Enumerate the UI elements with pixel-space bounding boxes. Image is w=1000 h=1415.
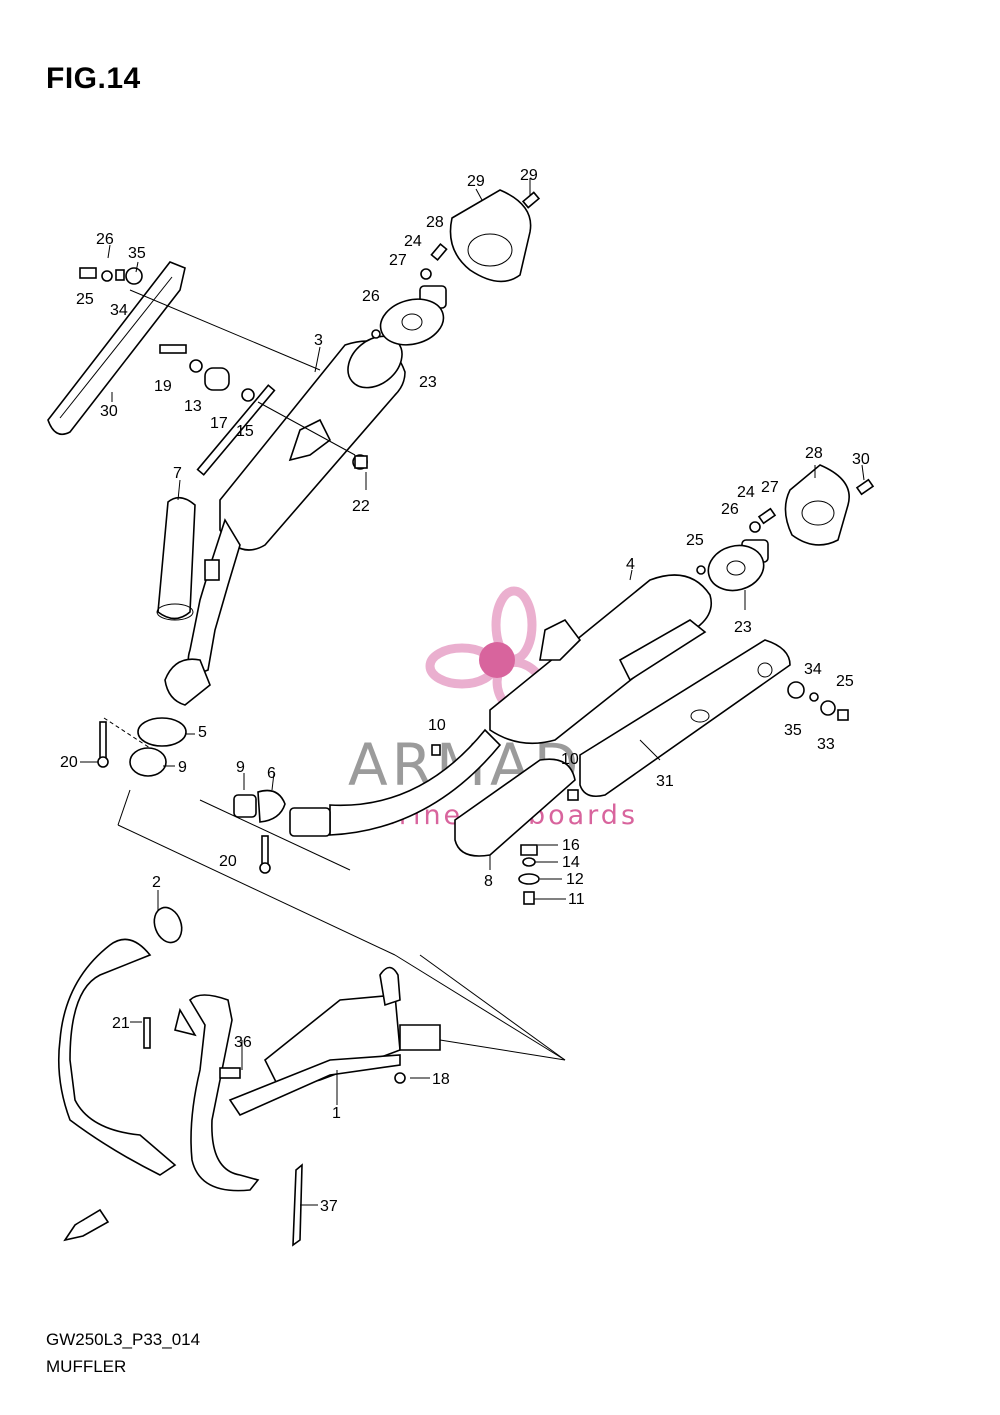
callout-4: 4 <box>626 556 635 573</box>
callout-36: 36 <box>234 1034 252 1051</box>
figure-caption: MUFFLER <box>46 1357 127 1376</box>
callout-29-upper: 29 <box>520 167 538 184</box>
callout-26-upper: 27 <box>389 252 407 269</box>
muffler-lower <box>289 574 713 837</box>
muffler-upper <box>164 335 406 706</box>
mount-hardware-upper <box>159 344 356 456</box>
callout-28-lower: 28 <box>805 445 823 462</box>
callout-10-b: 10 <box>561 751 579 768</box>
callout-12: 12 <box>566 871 584 888</box>
callout-6: 6 <box>267 765 276 782</box>
leader-lines <box>80 178 865 1206</box>
callout-16: 16 <box>562 837 580 854</box>
callout-18: 18 <box>432 1071 450 1088</box>
clamp-set-left <box>97 717 396 956</box>
callout-14: 14 <box>562 854 580 871</box>
figure-code: GW250L3_P33_014 <box>46 1330 201 1349</box>
callout-23-upper: 23 <box>419 374 437 391</box>
callout-10-a: 10 <box>428 717 446 734</box>
callout-1: 1 <box>332 1105 341 1122</box>
callout-33: 26 <box>96 231 114 248</box>
callout-21: 21 <box>112 1015 130 1032</box>
callout-34-lower: 34 <box>804 661 822 678</box>
callout-34: 34 <box>110 302 128 319</box>
callout-27-lower: 27 <box>761 479 779 496</box>
callout-31: 31 <box>656 773 674 790</box>
end-cap-upper <box>354 189 541 469</box>
callout-20-left: 20 <box>60 754 78 771</box>
callout-9-left: 9 <box>178 759 187 776</box>
callout-9-mid: 9 <box>236 759 245 776</box>
callout-30: 30 <box>100 403 118 420</box>
callout-2: 2 <box>152 874 161 891</box>
callout-28-upper: 29 <box>467 173 485 190</box>
callout-3: 3 <box>314 332 323 349</box>
callout-7: 7 <box>173 465 182 482</box>
forward-arrow-icon: FWD <box>63 1208 110 1242</box>
callout-5: 5 <box>198 724 207 741</box>
callout-25-upper: 26 <box>362 288 380 305</box>
heat-shield-right <box>579 619 791 798</box>
callout-35-lower: 35 <box>784 722 802 739</box>
callout-22: 22 <box>352 498 370 515</box>
callout-23-lower: 23 <box>734 619 752 636</box>
callout-25-lower: 25 <box>686 532 704 549</box>
callout-11: 11 <box>568 891 585 908</box>
callout-17: 17 <box>210 415 228 432</box>
callout-15: 15 <box>236 423 254 440</box>
figure-title: FIG.14 <box>46 62 141 95</box>
callout-33-lower: 33 <box>817 736 835 753</box>
callout-26-lower: 26 <box>721 501 739 518</box>
heat-shield-left <box>47 261 321 436</box>
end-cap-lower <box>696 464 875 721</box>
callout-13: 13 <box>184 398 202 415</box>
callout-27-upper: 28 <box>426 214 444 231</box>
callout-24-upper: 24 <box>404 233 422 250</box>
protector-7 <box>156 496 196 621</box>
callout-32: 25 <box>76 291 94 308</box>
callout-24-lower: 24 <box>737 484 755 501</box>
callout-labels: 26 35 25 34 30 3 19 13 17 15 22 7 29 29 … <box>60 167 870 1215</box>
exhaust-pipe <box>58 906 566 1247</box>
callout-19: 19 <box>154 378 172 395</box>
callout-35: 35 <box>128 245 146 262</box>
callout-29-lower: 30 <box>852 451 870 468</box>
callout-20-mid: 20 <box>219 853 237 870</box>
callout-8: 8 <box>484 873 493 890</box>
mount-hardware-lower <box>518 844 540 905</box>
protector-8 <box>454 758 579 857</box>
callout-32-lower: 25 <box>836 673 854 690</box>
callout-37: 37 <box>320 1198 338 1215</box>
